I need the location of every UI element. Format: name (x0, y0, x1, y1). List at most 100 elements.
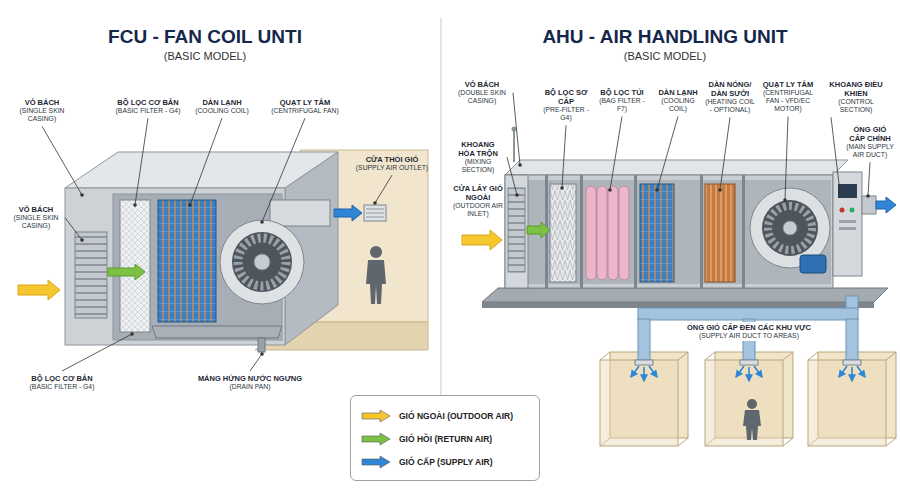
legend-entry: GIÓ HỒI (RETURN AIR) (361, 427, 529, 450)
ahu-unit-part (482, 302, 874, 308)
part-name-english: (PRE-FILTER - G4) (539, 106, 593, 122)
leader-line (62, 334, 132, 371)
leader-dot (518, 163, 522, 167)
ahu-unit-part (508, 188, 525, 272)
leader-line (657, 116, 678, 190)
diffuser-airflow-part (754, 366, 762, 377)
room-illustration-part (366, 209, 384, 217)
diffuser-airflow-part (839, 366, 847, 377)
return-air-arrow (527, 222, 550, 238)
ahu-unit (482, 127, 888, 309)
part-name-english: (SINGLE SKIN CASING) (12, 107, 72, 123)
leader-line (562, 125, 566, 188)
callout-group: CỬA LẤY GIÓ NGOÀI(OUTDOOR AIR INLET) (453, 184, 503, 218)
supply-duct-part (638, 308, 858, 320)
leader-line (42, 126, 82, 195)
ahu-unit-part (700, 175, 703, 288)
part-name: KHOANG ĐIỀU KHIỂN (823, 80, 889, 98)
part-name-english: (BASIC FILTER - G4) (12, 383, 112, 391)
part-name-english: (COOLING COIL) (652, 97, 704, 113)
leader-dot (130, 332, 134, 336)
legend-swatch (361, 455, 391, 469)
served-room-part (747, 399, 757, 409)
diagram-title: FCU - FAN COIL UNTI (15, 26, 395, 49)
leader-line (262, 118, 305, 222)
diffuser-part (740, 360, 758, 365)
leader-line (190, 118, 222, 205)
legend-text: GIÓ CẤP (SUPPLY AIR) (399, 457, 493, 467)
callout-group: DÀN NÓNG/ DÀN SƯỞI(HEATING COIL - OPTION… (705, 80, 755, 114)
leader-dot (655, 188, 659, 192)
callout-group: QUẠT LY TÂM(CENTRIFUGAL FAN) (260, 98, 350, 115)
leader-line (507, 157, 517, 195)
served-room-part (705, 352, 793, 446)
supply-duct-part (638, 319, 650, 360)
legend-arrow (362, 433, 390, 445)
leader-line (785, 116, 788, 200)
diffuser-airflow-part (649, 366, 657, 377)
callout-group: BỘ LỌC SƠ CẤP(PRE-FILTER - G4) (539, 88, 593, 122)
callout-group: MÁNG HỨNG NƯỚC NGƯNG(DRAIN PAN) (185, 374, 315, 391)
room-illustration-part (370, 246, 382, 258)
diffuser-airflow-part (857, 366, 865, 377)
fcu-unit-part (158, 200, 216, 322)
callout-group: VỎ BÁCH(SINGLE SKIN CASING) (12, 98, 72, 123)
served-room-part (705, 360, 783, 446)
leader-line (65, 218, 82, 240)
part-name-english: (DRAIN PAN) (185, 383, 315, 391)
callout-group: VỎ BÁCH(SINGLE SKIN CASING) (10, 205, 62, 230)
served-room (808, 352, 896, 446)
supply-air-arrow (876, 197, 896, 213)
diffuser-airflow-part (736, 366, 744, 377)
ahu-unit-part (762, 200, 818, 256)
fcu-unit-part (258, 338, 265, 352)
ahu-unit-part (580, 175, 583, 288)
ahu-unit-part (619, 186, 629, 280)
part-name-english: (SUPPLY AIR DUCT TO AREAS) (669, 332, 829, 340)
leader-dot (373, 201, 377, 205)
ahu-unit-part (838, 184, 857, 198)
part-name-english: (CENTRIFUGAL FAN - VFD/EC MOTOR) (757, 89, 819, 113)
diffuser-airflow-part (748, 367, 750, 381)
callout-group: BỘ LỌC CƠ BẢN(BASIC FILTER - G4) (12, 374, 112, 391)
part-name-english: (OUTDOOR AIR INLET) (453, 202, 503, 218)
model-subtitle: (BASIC MODEL) (15, 49, 395, 64)
ahu-unit-part (833, 172, 862, 276)
diffuser-part (635, 360, 653, 365)
ahu-unit-part (505, 175, 833, 288)
part-name: DÀN LẠNH (188, 98, 256, 107)
part-name-english: (HEATING COIL - OPTIONAL) (705, 98, 755, 114)
callout-group: ỐNG GIÓ CẤP CHÍNH(MAIN SUPPLY AIR DUCT) (846, 125, 894, 159)
served-room-part (808, 352, 896, 446)
fcu-unit-part (152, 326, 282, 338)
leader-dot (133, 203, 137, 207)
part-name-english: (SUPPLY AIR OUTLET) (354, 164, 430, 172)
ahu-unit-part (640, 184, 674, 282)
ahu-unit-part (512, 127, 517, 132)
diffuser (635, 360, 861, 365)
ahu-unit-part (768, 206, 812, 250)
callout-group: DÀN LẠNH(COOLING COIL) (188, 98, 256, 115)
ahu-unit-part (850, 208, 855, 213)
room-illustration-part (364, 205, 386, 221)
served-room-part (808, 360, 886, 446)
legend-text: GIÓ HỒI (RETURN AIR) (399, 434, 492, 444)
ahu-unit-part (839, 227, 856, 230)
served-room-part (600, 352, 688, 446)
part-name: VỎ BÁCH (10, 205, 62, 214)
fcu-unit-part (254, 254, 270, 270)
served-room-part (743, 410, 761, 440)
supply-duct-part (846, 319, 858, 360)
ahu-unit-part (705, 184, 735, 282)
leader-dot (515, 193, 519, 197)
ahu-unit-part (608, 186, 618, 280)
part-name-english: (COOLING COIL) (188, 107, 256, 115)
served-room-part (600, 360, 678, 446)
ahu-unit-part (800, 255, 826, 273)
leader-dot (260, 352, 264, 356)
served-room (600, 352, 688, 446)
leader-line (610, 116, 622, 190)
part-name-english: (BAG FILTER - F7) (596, 97, 648, 113)
leader-dot (838, 190, 842, 194)
fcu-unit-part (75, 232, 107, 318)
